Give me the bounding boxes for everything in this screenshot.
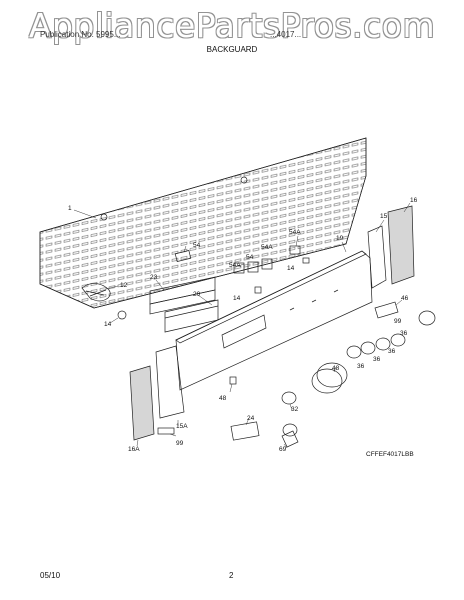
connector-54a-right <box>289 245 301 255</box>
callout: 54A <box>289 229 301 236</box>
screw-14 <box>117 310 127 320</box>
publication-number: Publication No. 5995... <box>40 30 121 39</box>
button-69 <box>281 423 299 448</box>
callout: 1 <box>68 205 72 212</box>
figure-code: CFFEF4017LBB <box>366 451 414 458</box>
callout: 20 <box>193 291 201 298</box>
callout: 69 <box>279 446 287 453</box>
connector-54-mid <box>247 261 259 273</box>
callout: 46 <box>401 295 409 302</box>
callout: 16A <box>128 446 140 453</box>
callout: 48 <box>219 395 227 402</box>
callout: 32 <box>291 406 299 413</box>
callout: 54A <box>229 262 241 269</box>
knob-32 <box>281 391 297 405</box>
callout: 36 <box>373 356 381 363</box>
watermark: AppliancePartsPros.com <box>28 6 436 45</box>
knobs-36 <box>346 310 436 359</box>
callout: 16 <box>410 197 418 204</box>
page-title: BACKGUARD <box>206 45 258 54</box>
side-trim-15 <box>367 225 387 289</box>
callout: 14 <box>233 295 241 302</box>
back-panel <box>39 137 367 309</box>
callout: 99 <box>176 440 184 447</box>
callout: 54 <box>193 242 201 249</box>
callout: 15A <box>176 423 188 430</box>
callout: 14 <box>287 265 295 272</box>
callout: 48 <box>332 365 340 372</box>
end-cap-16 <box>387 205 415 285</box>
footer-page-number: 2 <box>229 571 234 580</box>
callout: 36 <box>357 363 365 370</box>
end-cap-16a <box>129 365 155 441</box>
side-trim-15a <box>155 345 185 419</box>
callout: 54A <box>261 244 273 251</box>
bracket-46 <box>374 301 399 319</box>
callout: 12 <box>120 282 128 289</box>
callout-labels: 1 54 23 12 14 20 54A 54A 54 54A 14 19 14… <box>68 197 418 453</box>
callout: 54 <box>246 254 254 261</box>
spacer-14 <box>254 286 262 294</box>
callout: 24 <box>247 415 255 422</box>
callout: 36 <box>400 330 408 337</box>
switch-24 <box>230 421 260 441</box>
callout: 99 <box>394 318 402 325</box>
connector-54a-left <box>233 262 245 274</box>
callout: 19 <box>336 235 344 242</box>
callout: 36 <box>388 348 396 355</box>
knob-48 <box>311 362 348 394</box>
connector-54a-mid <box>261 258 273 270</box>
control-panel <box>175 250 373 391</box>
bracket-99 <box>157 427 175 435</box>
spacer-14-right <box>302 257 310 264</box>
callout: 15 <box>380 213 388 220</box>
callout: 23 <box>150 274 158 281</box>
footer-date: 05/10 <box>40 571 61 580</box>
clip-48 <box>229 376 237 385</box>
wire-harness <box>81 283 111 302</box>
connector-54 <box>174 250 192 262</box>
model-number: ...4017... <box>270 30 302 39</box>
callout: 14 <box>104 321 112 328</box>
